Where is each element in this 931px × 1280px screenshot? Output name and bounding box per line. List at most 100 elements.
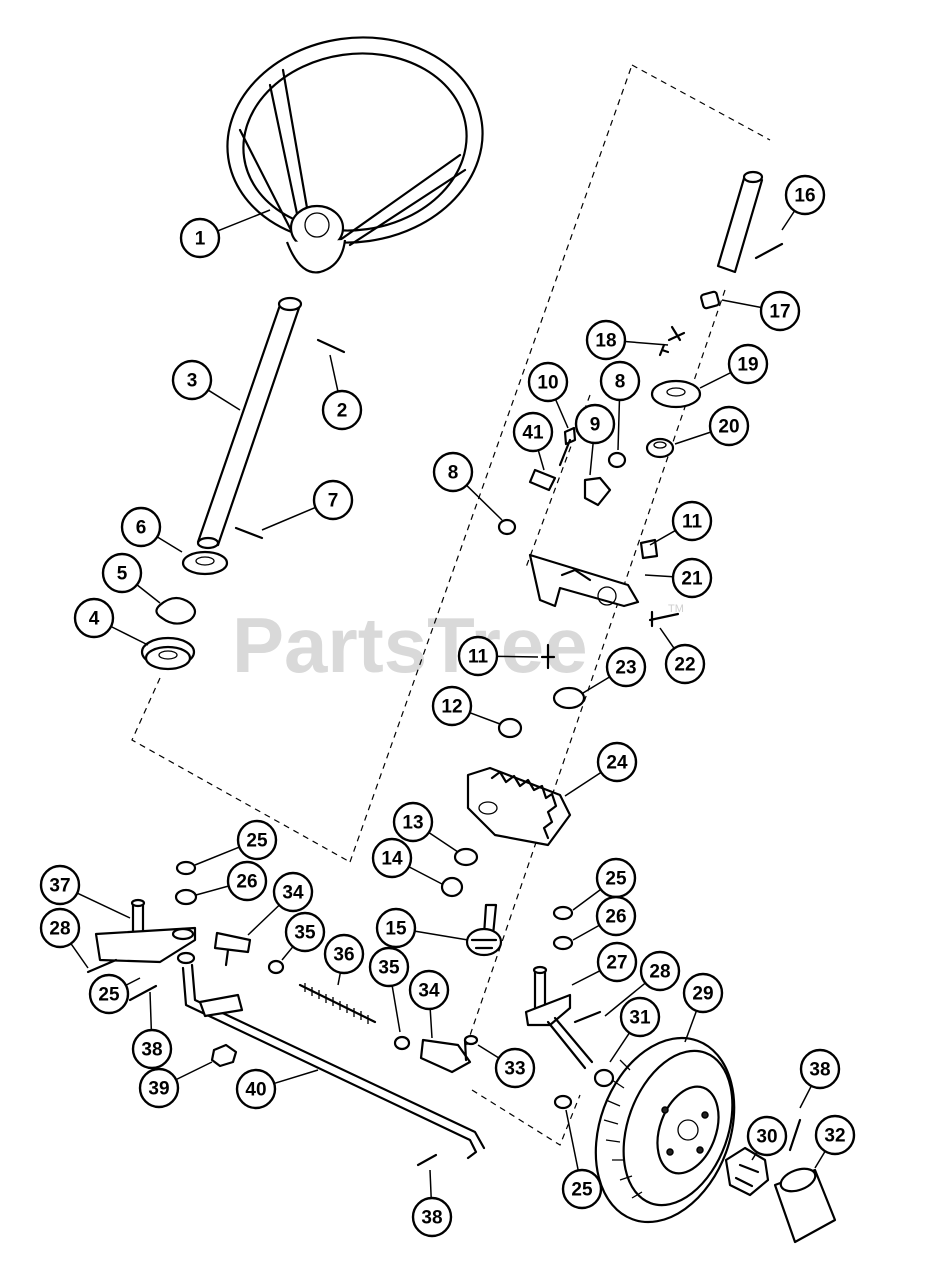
callout-leader-line	[429, 1169, 432, 1199]
callout-leader-line	[429, 1008, 433, 1039]
callout-number: 10	[537, 373, 558, 394]
callout-leader-line	[136, 584, 161, 604]
callout-circle	[814, 1114, 856, 1156]
callout-number: 4	[89, 609, 100, 630]
watermark-tm: TM	[668, 603, 684, 615]
callout-leader-line	[149, 991, 153, 1031]
callout-number: 23	[615, 658, 636, 679]
callout-c3: 3	[171, 359, 241, 411]
callout-c23: 23	[582, 646, 647, 694]
callout-number: 27	[606, 953, 627, 974]
callout-circle	[131, 1028, 173, 1070]
callout-circle	[727, 343, 769, 385]
callout-leader-line	[281, 946, 294, 961]
callout-circle	[585, 319, 627, 361]
callout-number: 39	[148, 1079, 169, 1100]
callout-c33: 33	[477, 1044, 536, 1089]
callout-number: 35	[378, 958, 400, 979]
callout-leader-line	[414, 930, 469, 941]
callout-c31: 31	[609, 996, 661, 1063]
callout-circle	[321, 389, 363, 431]
callout-circle	[368, 946, 410, 988]
callout-number: 2	[337, 401, 348, 422]
column-bushings	[645, 290, 720, 459]
roll-pins	[234, 338, 346, 540]
callout-c36: 36	[323, 933, 365, 986]
callout-c13: 13	[392, 801, 459, 853]
right-spindle	[524, 905, 615, 1110]
callout-leader-line	[609, 1032, 631, 1063]
callout-leader-line	[781, 210, 796, 231]
callout-number: 15	[385, 919, 407, 940]
callout-leader-line	[391, 985, 401, 1033]
callout-leader-line	[110, 625, 149, 646]
callout-c30: 30	[746, 1115, 788, 1161]
callout-circle	[432, 451, 474, 493]
callout-circle	[457, 635, 499, 677]
callout-circle	[226, 860, 268, 902]
callout-number: 16	[794, 186, 815, 207]
callout-c6: 6	[120, 506, 183, 553]
bracket-hardware	[497, 426, 659, 560]
callout-circle	[512, 411, 554, 453]
callout-c7: 7	[261, 479, 354, 531]
callout-circle	[411, 1196, 453, 1238]
callout-c18: 18	[585, 319, 669, 361]
callout-leader-line	[814, 1150, 826, 1169]
callout-number: 3	[187, 371, 198, 392]
callout-circle	[408, 969, 450, 1011]
callout-c5: 5	[101, 552, 161, 604]
callout-leader-line	[617, 399, 621, 451]
callout-leader-line	[721, 299, 762, 309]
callout-number: 34	[282, 883, 304, 904]
callout-number: 38	[141, 1040, 162, 1061]
callout-circle	[561, 1168, 603, 1210]
callout-circle	[235, 1068, 277, 1110]
callout-circle	[595, 895, 637, 937]
callout-c26a: 26	[195, 860, 268, 902]
wheel-hardware	[724, 1118, 837, 1244]
callout-number: 33	[504, 1059, 525, 1080]
callout-number: 7	[328, 491, 339, 512]
callout-circle	[39, 864, 81, 906]
callout-c32: 32	[814, 1114, 856, 1169]
callout-circle	[682, 972, 724, 1014]
callout-circle	[272, 871, 314, 913]
drag-link-hardware	[210, 1043, 438, 1167]
callout-circle	[431, 685, 473, 727]
callout-number: 11	[468, 647, 489, 668]
callout-c25a: 25	[194, 819, 278, 866]
callout-circle	[799, 1048, 841, 1090]
callout-circle	[101, 552, 143, 594]
callout-leader-line	[428, 831, 459, 853]
callout-c16: 16	[781, 174, 826, 231]
callout-c4: 4	[73, 597, 149, 646]
callout-c9: 9	[574, 403, 616, 476]
steering-shaft	[196, 296, 303, 550]
callout-leader-line	[537, 450, 545, 471]
callout-leader-line	[604, 982, 646, 1017]
callout-leader-line	[589, 442, 594, 476]
tie-rod-end-left	[213, 931, 252, 967]
callout-leader-line	[175, 1061, 213, 1081]
callout-leader-line	[624, 340, 669, 346]
callout-number: 19	[737, 355, 758, 376]
callout-leader-line	[337, 972, 342, 986]
callout-number: 1	[195, 229, 206, 250]
callout-number: 24	[606, 753, 628, 774]
callout-circle	[671, 500, 713, 542]
callout-number: 13	[402, 813, 423, 834]
callout-leader-line	[207, 389, 241, 411]
callout-number: 20	[718, 417, 739, 438]
callout-number: 8	[615, 372, 626, 393]
callout-number: 25	[246, 831, 268, 852]
callout-leader-line	[70, 943, 89, 969]
callout-leader-line	[469, 711, 501, 725]
callout-leader-line	[554, 399, 569, 429]
callout-number: 38	[809, 1060, 830, 1081]
callout-leader-line	[751, 1151, 758, 1161]
callout-leader-line	[582, 676, 611, 694]
callout-circle	[236, 819, 278, 861]
left-washers	[174, 860, 198, 965]
callout-c39: 39	[138, 1061, 213, 1109]
